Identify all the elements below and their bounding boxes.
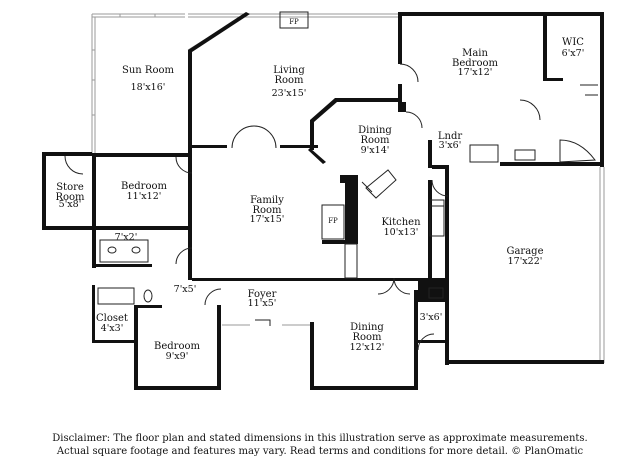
family-room-dim: 17'x15' <box>250 214 285 225</box>
fireplace-family <box>321 204 345 240</box>
garage-label: Garage <box>506 246 543 257</box>
bath-1-dim: 7'x2' <box>115 232 138 243</box>
storage-dim: 3'x6' <box>420 312 443 323</box>
bedroom-1-label: Bedroom <box>121 181 167 192</box>
foyer-dim: 11'x5' <box>248 298 277 309</box>
laundry-dim: 3'x6' <box>439 140 462 151</box>
laundry-label: Lndr <box>438 131 462 142</box>
sun-room-label: Sun Room <box>122 65 174 76</box>
bedroom-2-label: Bedroom <box>154 341 200 352</box>
bedroom-2-dim: 9'x9' <box>166 351 189 362</box>
bath-2-dim: 7'x5' <box>174 284 197 295</box>
fireplace-family-label: FP <box>328 217 338 225</box>
fireplace-top <box>279 11 309 29</box>
kitchen-label: Kitchen <box>381 217 421 228</box>
closet-dim: 4'x3' <box>101 323 124 334</box>
kitchen-dim: 10'x13' <box>384 227 419 238</box>
disclaimer-line-2: Actual square footage and features may v… <box>56 446 584 457</box>
foyer-label: Foyer <box>248 289 277 300</box>
wic-dim: 6'x7' <box>562 48 585 59</box>
wic-label: WIC <box>562 37 584 48</box>
living-room-dim: 23'x15' <box>272 88 307 99</box>
closet-label: Closet <box>96 313 128 324</box>
sun-room-dim: 18'x16' <box>131 82 166 93</box>
walls <box>42 12 604 390</box>
fixtures <box>64 11 598 351</box>
disclaimer: Disclaimer: The floor plan and stated di… <box>0 432 640 458</box>
disclaimer-line-1: Disclaimer: The floor plan and stated di… <box>52 433 588 444</box>
fireplace-top-label: FP <box>289 18 299 26</box>
bedroom-1-dim: 11'x12' <box>127 191 162 202</box>
dining-room-2-dim: 12'x12' <box>350 342 385 353</box>
dining-room-1-dim: 9'x14' <box>361 145 390 156</box>
garage-dim: 17'x22' <box>508 256 543 267</box>
store-room-dim: 5'x8' <box>59 199 82 210</box>
main-bedroom-dim: 17'x12' <box>458 67 493 78</box>
